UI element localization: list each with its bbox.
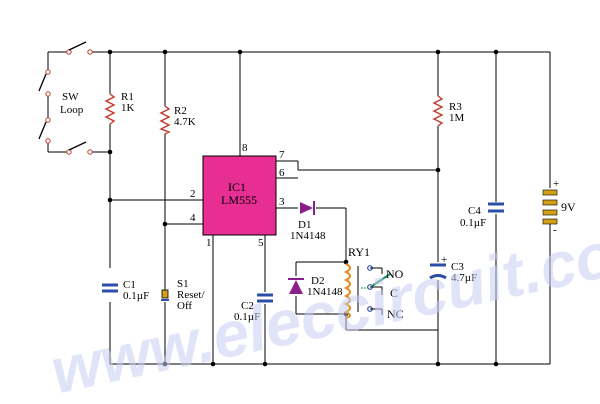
c4-value: 0.1µF xyxy=(460,217,486,229)
ic1-part: LM555 xyxy=(221,193,257,207)
r3-ref: R3 xyxy=(449,101,462,113)
battery-minus: - xyxy=(553,224,557,236)
ic1-lm555: IC1 LM555 1 2 3 4 5 6 7 8 xyxy=(190,142,285,249)
d2-ref: D2 xyxy=(311,275,324,287)
r1-ref: R1 xyxy=(121,91,134,103)
ry1-ref: RY1 xyxy=(348,245,370,259)
r3-value: 1M xyxy=(449,112,465,124)
s1-ref: S1 xyxy=(177,278,189,290)
switch-loop: SW Loop xyxy=(38,41,93,155)
ic1-pin-2: 2 xyxy=(190,188,196,200)
switch-loop-label-2: Loop xyxy=(60,104,84,116)
battery-value: 9V xyxy=(561,200,576,214)
resistor-r2: R2 4.7K xyxy=(159,105,196,135)
ic1-pin-3: 3 xyxy=(279,196,285,208)
c3-polarity: + xyxy=(441,254,447,266)
ic1-pin-1: 1 xyxy=(206,237,212,249)
c2-value: 0.1µF xyxy=(234,311,260,323)
c2-ref: C2 xyxy=(241,300,254,312)
ic1-ref: IC1 xyxy=(228,180,246,194)
ic1-pin-4: 4 xyxy=(190,212,196,224)
r2-ref: R2 xyxy=(174,105,187,117)
relay-ry1: RY1 NO C NC xyxy=(343,245,404,321)
switch-s1: S1 Reset/ Off xyxy=(161,278,205,316)
capacitor-c3: + C3 4.7µF xyxy=(429,254,477,284)
r2-value: 4.7K xyxy=(174,116,196,128)
ic1-pin-5: 5 xyxy=(258,237,264,249)
diode-d1: D1 1N4148 xyxy=(290,201,326,242)
ry1-contact-no: NO xyxy=(386,267,404,281)
ry1-contact-nc: NC xyxy=(387,307,404,321)
c1-value: 0.1µF xyxy=(123,290,149,302)
resistor-r1: R1 1K xyxy=(104,91,135,125)
ry1-contact-c: C xyxy=(390,286,398,300)
ic1-pin-8: 8 xyxy=(242,142,248,154)
capacitor-c1: C1 0.1µF xyxy=(102,279,149,302)
battery-plus: + xyxy=(553,178,559,190)
s1-label-1: Reset/ xyxy=(177,289,205,301)
c4-ref: C4 xyxy=(468,205,481,217)
junction-dots xyxy=(107,49,499,367)
ic1-pin-6: 6 xyxy=(279,167,285,179)
d1-part: 1N4148 xyxy=(290,230,326,242)
c3-value: 4.7µF xyxy=(451,272,477,284)
capacitor-c2: C2 0.1µF xyxy=(234,293,273,323)
battery-9v: + - 9V xyxy=(542,178,576,236)
resistor-r3: R3 1M xyxy=(432,95,465,127)
switch-loop-label-1: SW xyxy=(62,91,79,103)
r1-value: 1K xyxy=(121,102,135,114)
diode-d2: D2 1N4148 xyxy=(288,275,343,298)
c1-ref: C1 xyxy=(123,279,136,291)
s1-label-2: Off xyxy=(177,300,192,312)
capacitor-c4: C4 0.1µF xyxy=(460,202,504,229)
ic1-pin-7: 7 xyxy=(279,149,285,161)
d1-ref: D1 xyxy=(298,219,311,231)
d2-part: 1N4148 xyxy=(307,286,343,298)
c3-ref: C3 xyxy=(451,261,464,273)
wires xyxy=(47,51,551,365)
